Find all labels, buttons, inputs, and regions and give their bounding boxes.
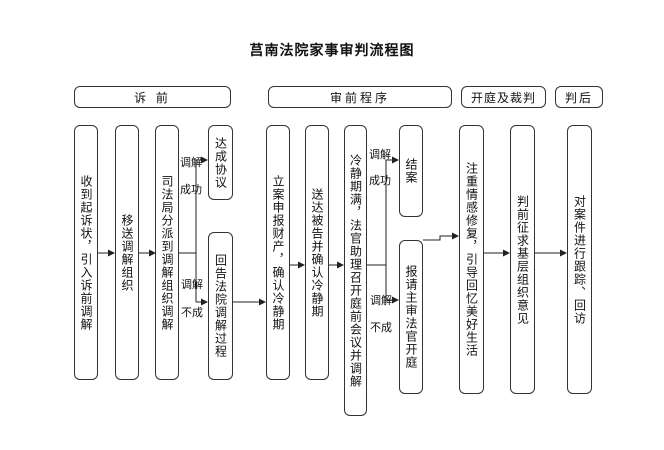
- box-judicial-bureau: 司法局分派到调解组织调解: [155, 125, 179, 380]
- arrow-judicial-branch: [178, 156, 208, 254]
- label-mediation-success-2b: 成功: [369, 174, 391, 187]
- box-follow-up-text: 对案件进行跟踪、回访: [572, 194, 587, 325]
- box-transfer-mediation-text: 移送调解组织: [120, 213, 134, 292]
- label-mediation-success-1a: 调解: [180, 156, 202, 169]
- box-return-court-text: 回告法院调解过程: [213, 254, 228, 358]
- box-emotion-repair-text: 注重情感修复，引导回忆美好生活: [464, 162, 479, 357]
- box-transfer-mediation: 移送调解组织: [115, 125, 139, 380]
- box-emotion-repair: 注重情感修复，引导回忆美好生活: [459, 125, 484, 394]
- stage-trial-judgment: 开庭及裁判: [461, 86, 546, 108]
- box-return-court: 回告法院调解过程: [208, 232, 233, 380]
- box-file-case: 立案申报财产，确认冷静期: [266, 125, 290, 380]
- box-reach-agreement: 达成协议: [208, 125, 233, 200]
- box-serve-defendant: 送达被告并确认冷静期: [305, 125, 329, 380]
- label-mediation-fail-1b: 不成: [181, 306, 203, 319]
- label-mediation-success-1b: 成功: [180, 183, 202, 196]
- box-close-case: 结案: [399, 125, 423, 217]
- label-mediation-fail-2a: 调解: [370, 294, 392, 307]
- box-follow-up: 对案件进行跟踪、回访: [567, 125, 592, 394]
- stage-post-judgment: 判后: [555, 86, 603, 108]
- box-reach-agreement-text: 达成协议: [213, 136, 228, 189]
- box-seek-opinion-text: 判前征求基层组织意见: [515, 194, 530, 325]
- stage-pretrial: 审前程序: [268, 86, 452, 108]
- stage-pre-litigation: 诉 前: [74, 86, 231, 108]
- arrow-report-emotion: [423, 232, 459, 241]
- box-close-case-text: 结案: [404, 158, 418, 184]
- box-serve-defendant-text: 送达被告并确认冷静期: [310, 187, 324, 318]
- box-receive-complaint-text: 收到起诉状，引入诉前调解: [79, 174, 93, 331]
- label-mediation-fail-2b: 不成: [370, 321, 392, 334]
- box-seek-opinion: 判前征求基层组织意见: [510, 125, 535, 394]
- box-file-case-text: 立案申报财产，确认冷静期: [271, 174, 285, 331]
- box-cooling-period: 冷静期满，法官助理召开庭前会议并调解: [344, 125, 367, 416]
- page-title: 莒南法院家事审判流程图: [249, 43, 415, 59]
- arrow-cooling-branch: [366, 156, 399, 266]
- box-cooling-period-text: 冷静期满，法官助理召开庭前会议并调解: [348, 153, 363, 388]
- box-request-trial: 报请主审法官开庭: [399, 240, 423, 394]
- box-receive-complaint: 收到起诉状，引入诉前调解: [74, 125, 98, 380]
- box-judicial-bureau-text: 司法局分派到调解组织调解: [160, 174, 174, 331]
- label-mediation-fail-1a: 调解: [181, 278, 203, 291]
- label-mediation-success-2a: 调解: [369, 148, 391, 161]
- box-request-trial-text: 报请主审法官开庭: [404, 265, 418, 369]
